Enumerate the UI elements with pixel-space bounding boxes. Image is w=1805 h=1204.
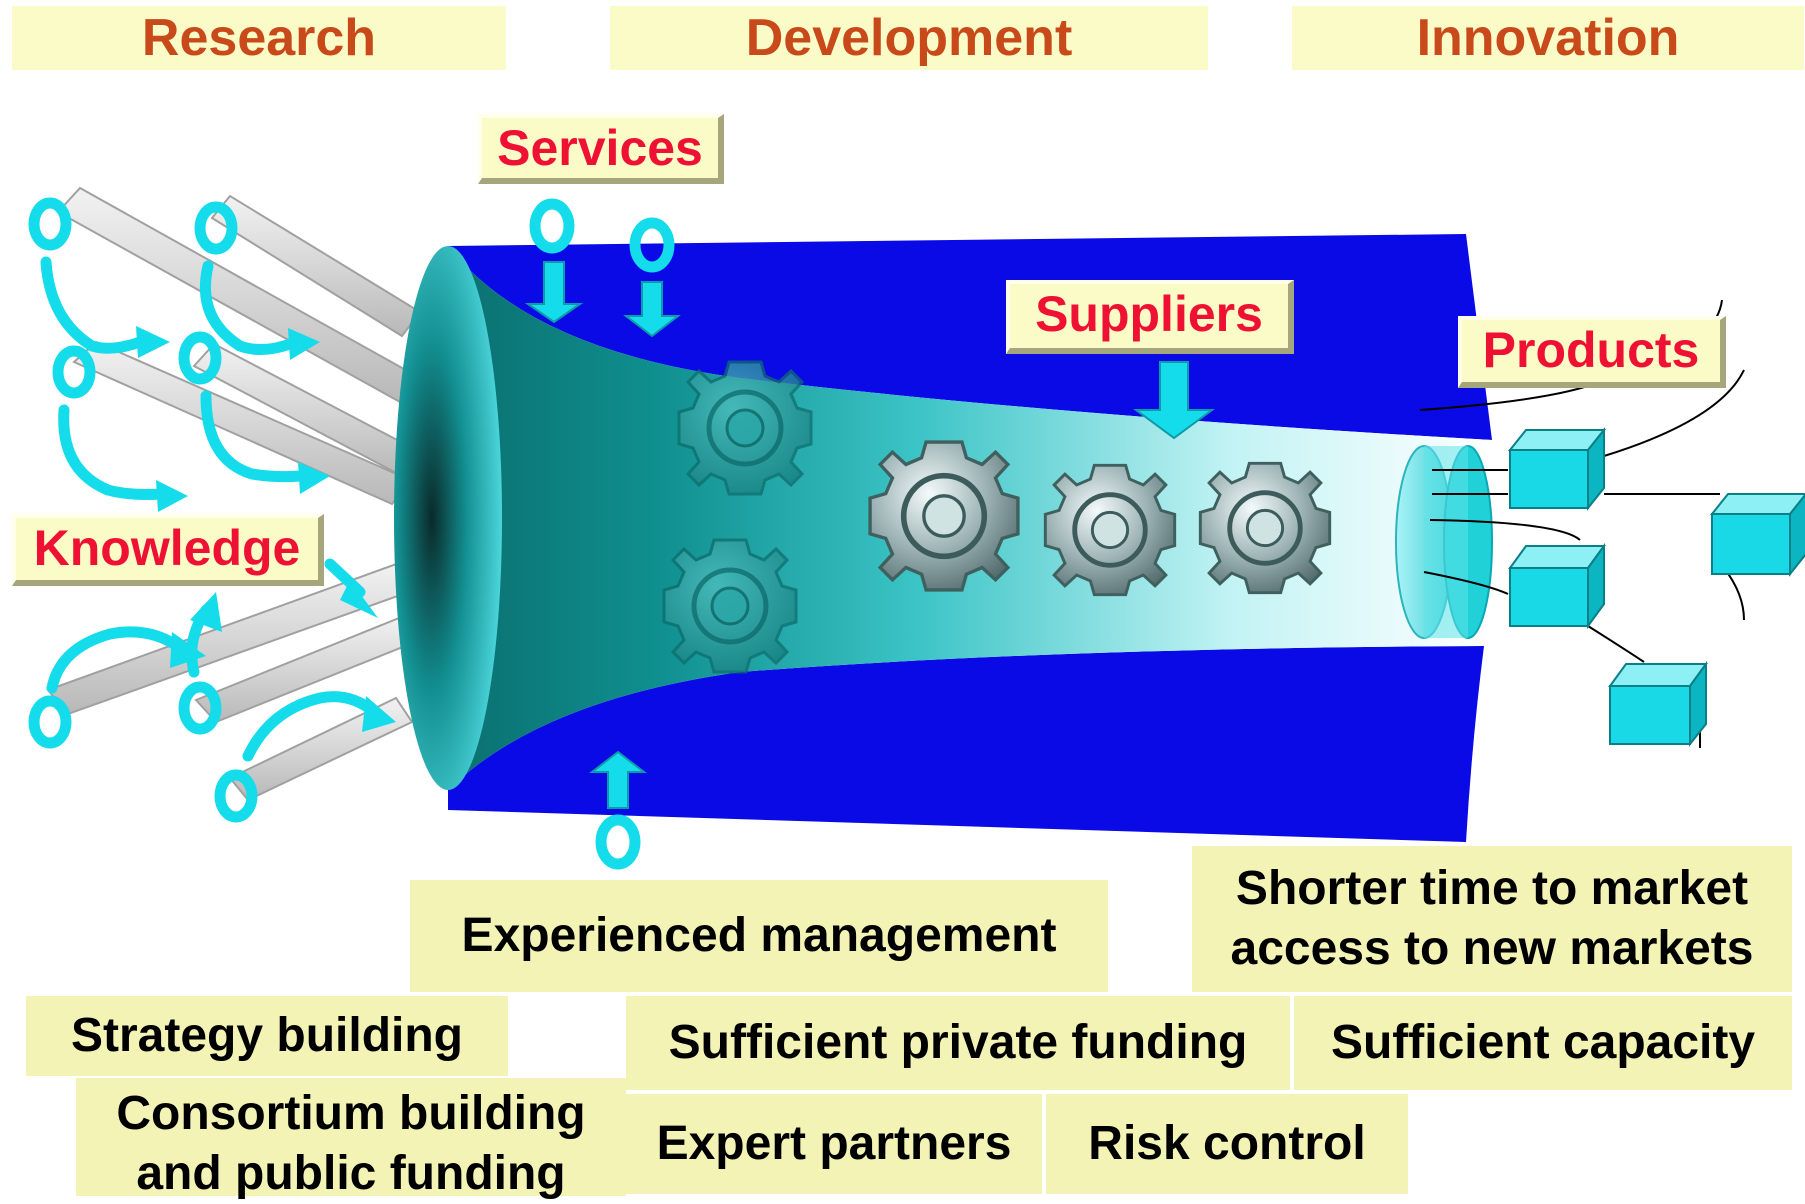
strategy-building-label: Strategy building xyxy=(26,996,508,1076)
private-funding-label: Sufficient private funding xyxy=(626,996,1290,1090)
gear-icon-4 xyxy=(1043,463,1177,597)
gear-icon-1 xyxy=(677,360,813,496)
expert-partners-label: Expert partners xyxy=(626,1094,1042,1194)
gear-icon-3 xyxy=(868,440,1020,592)
down-arrow-icon xyxy=(1132,361,1216,440)
knowledge-pipes xyxy=(46,186,422,802)
down-arrow-icon xyxy=(623,281,681,338)
consortium-line-1: Consortium building xyxy=(116,1087,586,1140)
risk-control-label: Risk control xyxy=(1046,1094,1408,1194)
cube-icon xyxy=(1508,542,1606,630)
services-label: Services xyxy=(478,114,724,184)
arrowheads xyxy=(136,326,396,732)
knowledge-label: Knowledge xyxy=(12,514,324,586)
ring-icon xyxy=(28,695,72,749)
ring-icon xyxy=(214,769,258,823)
cube-icon xyxy=(1507,427,1607,511)
up-arrow-icon xyxy=(589,750,647,809)
capacity-label: Sufficient capacity xyxy=(1294,996,1792,1090)
phase-research: Research xyxy=(12,6,506,70)
ring-icon xyxy=(178,331,222,385)
phase-development: Development xyxy=(610,6,1208,70)
funnel-outlet xyxy=(1395,445,1493,639)
curved-arrow-icon xyxy=(242,691,380,762)
products-label: Products xyxy=(1458,316,1726,388)
ring-icon xyxy=(52,345,96,399)
ring-icon xyxy=(629,217,675,273)
ring-icon xyxy=(178,681,222,735)
time-to-market-line-1: Shorter time to market xyxy=(1235,862,1749,915)
ring-icon xyxy=(529,198,575,254)
time-to-market-label: Shorter time to market access to new mar… xyxy=(1192,846,1792,992)
consortium-building-label: Consortium building and public funding xyxy=(76,1078,626,1200)
suppliers-label: Suppliers xyxy=(1006,280,1294,354)
ring-icon xyxy=(194,201,238,255)
curved-arrow-icon xyxy=(200,390,306,483)
consortium-line-2: and public funding xyxy=(136,1147,566,1200)
phase-innovation: Innovation xyxy=(1292,6,1804,70)
gear-icon-2 xyxy=(662,538,798,674)
cube-icon xyxy=(1709,493,1805,577)
cube-icon xyxy=(1608,660,1708,747)
curved-arrow-icon xyxy=(40,256,146,354)
curved-arrow-icon xyxy=(58,404,168,500)
down-arrow-icon xyxy=(524,261,584,324)
ring-icons xyxy=(28,197,675,870)
funnel-mouth xyxy=(394,246,502,790)
time-to-market-line-2: access to new markets xyxy=(1230,922,1754,975)
ring-icon xyxy=(28,197,72,251)
curved-arrow-icon xyxy=(46,626,186,694)
ring-icon xyxy=(595,814,641,870)
curved-arrow-icon xyxy=(199,260,296,355)
gear-icon-5 xyxy=(1198,461,1332,595)
experienced-management-label: Experienced management xyxy=(410,880,1108,992)
